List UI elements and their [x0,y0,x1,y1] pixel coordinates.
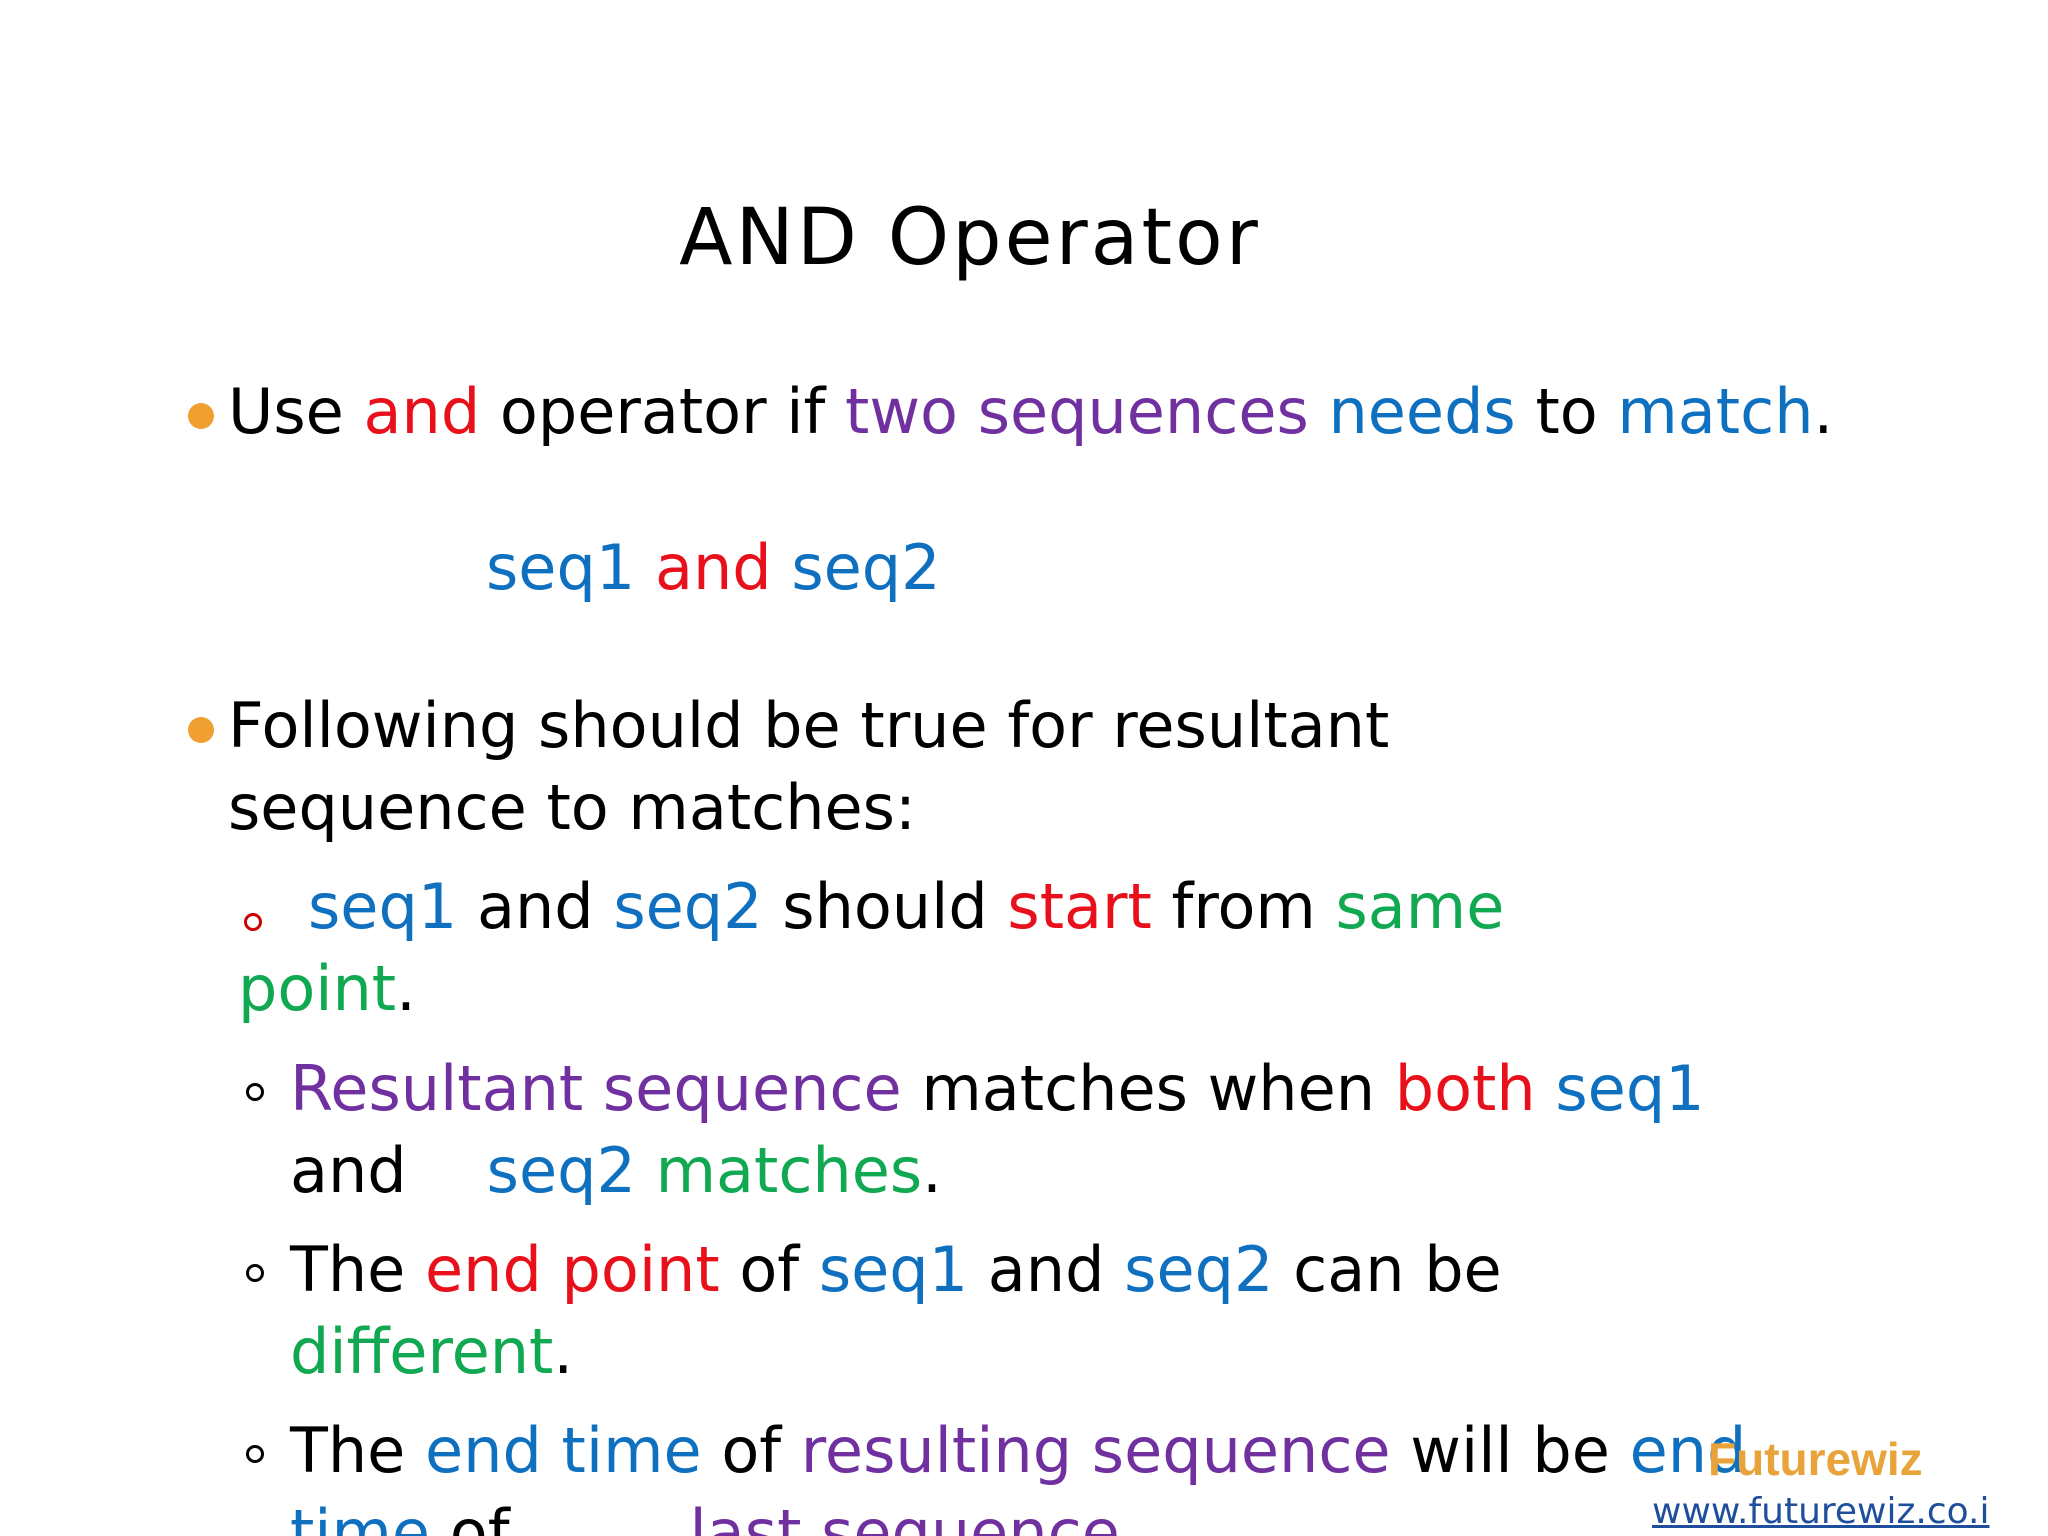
text-space [1309,375,1329,448]
sub3-can-be: can be [1273,1233,1502,1306]
sub4-the: The [290,1414,426,1487]
sub-bullet-icon [246,1264,264,1282]
sub-bullet-1-line-1: seq1 and seq2 should start from same [308,870,1504,944]
sub2-and: and [290,1134,407,1207]
sub2-space [636,1134,656,1207]
slide-title: AND Operator [679,193,1261,283]
sub-bullet-icon [246,1083,264,1101]
sub2-both: both [1394,1052,1536,1125]
syntax-example: seq1 and seq2 [486,531,941,605]
sub3-end-point: end point [425,1233,720,1306]
text-needs: needs [1328,375,1516,448]
sub2-period: . [922,1134,942,1207]
sub3-period: . [553,1315,574,1388]
sub1-same: same [1335,870,1505,943]
bullet-2-line-2: sequence to matches: [228,771,916,844]
sub2-matches-when: matches when [901,1052,1395,1125]
sub4-end-time: end time [425,1414,702,1487]
sub-bullet-3-line-2: different. [290,1315,573,1389]
sub1-from: from [1151,870,1336,943]
sub2-seq1: seq1 [1555,1052,1705,1125]
sub3-the: The [290,1233,426,1306]
bullet-dot-icon [188,403,214,429]
sub-bullet-4-line-2: time of last sequence [290,1496,1120,1536]
sub1-should: should [762,870,1008,943]
sub3-different: different [290,1315,554,1388]
text-use: Use [228,375,364,448]
bullet-dot-icon [188,717,214,743]
sub3-seq2: seq2 [1124,1233,1274,1306]
text-two-sequences: two sequences [845,375,1309,448]
text-match: match [1617,375,1814,448]
bullet-1-text: Use and operator if two sequences needs … [228,375,1833,449]
syntax-and: and [635,531,792,604]
sub1-point: point [238,952,397,1025]
sub1-seq1: seq1 [308,870,458,943]
sub4-end: end [1629,1414,1747,1487]
sub1-and: and [457,870,614,943]
brand-logo: Futurewiz [1708,1433,1923,1485]
text-operator-if: operator if [480,375,846,448]
sub4-of: of [701,1414,801,1487]
sub-bullet-4-line-1: The end time of resulting sequence will … [290,1414,1746,1488]
sub3-seq1: seq1 [818,1233,969,1306]
sub4-last-sequence: last sequence [689,1496,1120,1536]
sub-bullet-icon [246,1445,264,1463]
text-period: . [1813,375,1834,448]
sub-bullet-2-line-1: Resultant sequence matches when both seq… [290,1052,1705,1126]
sub2-matches: matches [655,1134,923,1207]
sub-bullet-3-line-1: The end point of seq1 and seq2 can be [290,1233,1502,1307]
text-and-keyword: and [363,375,481,448]
bullet-2-line-1: Following should be true for resultant [228,689,1390,762]
sub3-and: and [968,1233,1125,1306]
sub-bullet-1-line-2: point. [238,952,416,1026]
sub4-of-2: of [430,1496,510,1536]
sub4-will-be: will be [1390,1414,1630,1487]
sub2-seq2: seq2 [486,1134,636,1207]
sub-bullet-icon [244,913,262,931]
sub2-resultant-sequence: Resultant sequence [290,1052,902,1125]
sub2-space [1536,1052,1556,1125]
sub4-time: time [290,1496,431,1536]
syntax-seq1: seq1 [486,531,636,604]
sub1-period: . [396,952,416,1025]
sub1-seq2: seq2 [613,870,763,943]
text-to: to [1515,375,1618,448]
sub3-of: of [719,1233,819,1306]
sub4-resulting-sequence: resulting sequence [800,1414,1391,1487]
sub-bullet-2-line-2: and seq2 matches. [290,1134,942,1208]
sub1-start: start [1007,870,1152,943]
syntax-seq2: seq2 [791,531,941,604]
brand-url-link[interactable]: www.futurewiz.co.in [1652,1491,1990,1536]
